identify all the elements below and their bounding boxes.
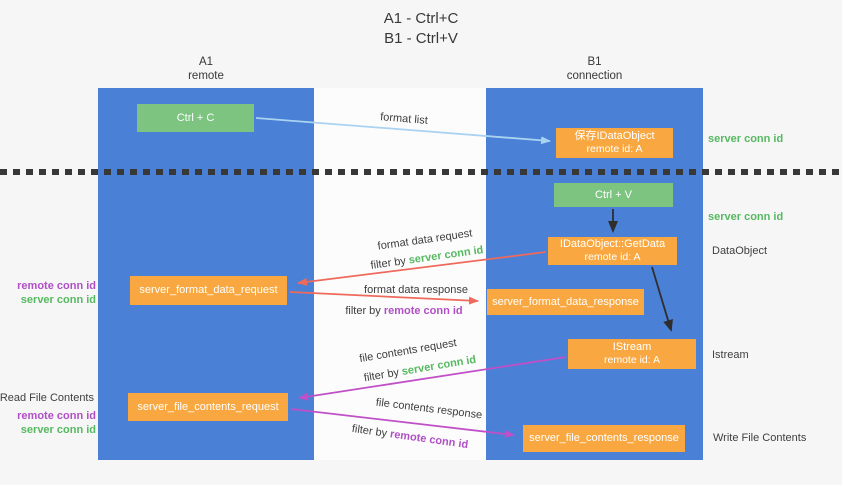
save-dataobject-line2: remote id: A bbox=[586, 143, 643, 155]
server-conn-id-annotation-mid: server conn id bbox=[708, 211, 784, 223]
ctrl-c-label: Ctrl + C bbox=[176, 111, 215, 124]
conn-id-annotation-group-2: remote conn id server conn id bbox=[17, 409, 96, 437]
save-dataobject-line1: 保存IDataObject bbox=[574, 130, 655, 142]
server-format-data-response-label: server_format_data_response bbox=[492, 295, 639, 308]
lane-a1-name: A1 bbox=[198, 56, 214, 68]
server-file-contents-request-box: server_file_contents_request bbox=[128, 393, 288, 421]
getdata-line1: IDataObject::GetData bbox=[559, 238, 666, 250]
server-format-data-request-box: server_format_data_request bbox=[130, 276, 287, 305]
getdata-box: IDataObject::GetData remote id: A bbox=[548, 237, 677, 265]
conn-id-annotation-group-1: remote conn id server conn id bbox=[17, 279, 96, 307]
server-file-contents-response-box: server_file_contents_response bbox=[523, 425, 685, 452]
lane-b1-name: B1 bbox=[587, 56, 602, 68]
istream-annotation: Istream bbox=[712, 349, 749, 361]
server-file-contents-response-label: server_file_contents_response bbox=[529, 432, 679, 444]
lane-a1-subtitle: remote bbox=[188, 70, 224, 82]
filter-by-text: filter by bbox=[345, 305, 381, 317]
istream-box: IStream remote id: A bbox=[568, 339, 696, 369]
server-file-contents-request-label: server_file_contents_request bbox=[137, 400, 279, 413]
ctrl-c-event-box: Ctrl + C bbox=[137, 104, 254, 132]
dataobject-annotation: DataObject bbox=[712, 245, 768, 257]
write-file-contents-annotation: Write File Contents bbox=[713, 432, 807, 444]
ctrl-v-label: Ctrl + V bbox=[595, 188, 632, 201]
getdata-line2: remote id: A bbox=[584, 251, 641, 263]
lane-header-a1: A1 remote bbox=[98, 55, 314, 83]
lane-b1-subtitle: connection bbox=[566, 70, 623, 82]
remote-conn-id-annotation-2: remote conn id bbox=[17, 410, 96, 422]
ctrl-v-event-box: Ctrl + V bbox=[554, 183, 673, 207]
server-format-data-response-box: server_format_data_response bbox=[487, 289, 644, 315]
server-format-data-request-label: server_format_data_request bbox=[139, 284, 278, 296]
server-conn-id-annotation-2: server conn id bbox=[20, 424, 96, 436]
save-dataobject-box: 保存IDataObject remote id: A bbox=[556, 128, 673, 158]
server-conn-id-annotation-1: server conn id bbox=[20, 294, 96, 306]
diagram-title: A1 - Ctrl+C B1 - Ctrl+V bbox=[0, 9, 842, 49]
title-line-2: B1 - Ctrl+V bbox=[384, 30, 458, 47]
remote-conn-id-text: remote conn id bbox=[383, 305, 463, 317]
session-divider-dotted-line bbox=[0, 169, 842, 175]
istream-line1: IStream bbox=[612, 341, 652, 353]
lane-header-b1: B1 connection bbox=[486, 55, 703, 83]
remote-conn-id-annotation-1: remote conn id bbox=[17, 280, 96, 292]
read-file-contents-annotation: Read File Contents bbox=[0, 392, 94, 404]
istream-line2: remote id: A bbox=[603, 354, 661, 366]
server-conn-id-annotation-top: server conn id bbox=[708, 133, 784, 145]
title-line-1: A1 - Ctrl+C bbox=[383, 10, 459, 27]
format-data-response-label: format data response bbox=[364, 284, 468, 296]
